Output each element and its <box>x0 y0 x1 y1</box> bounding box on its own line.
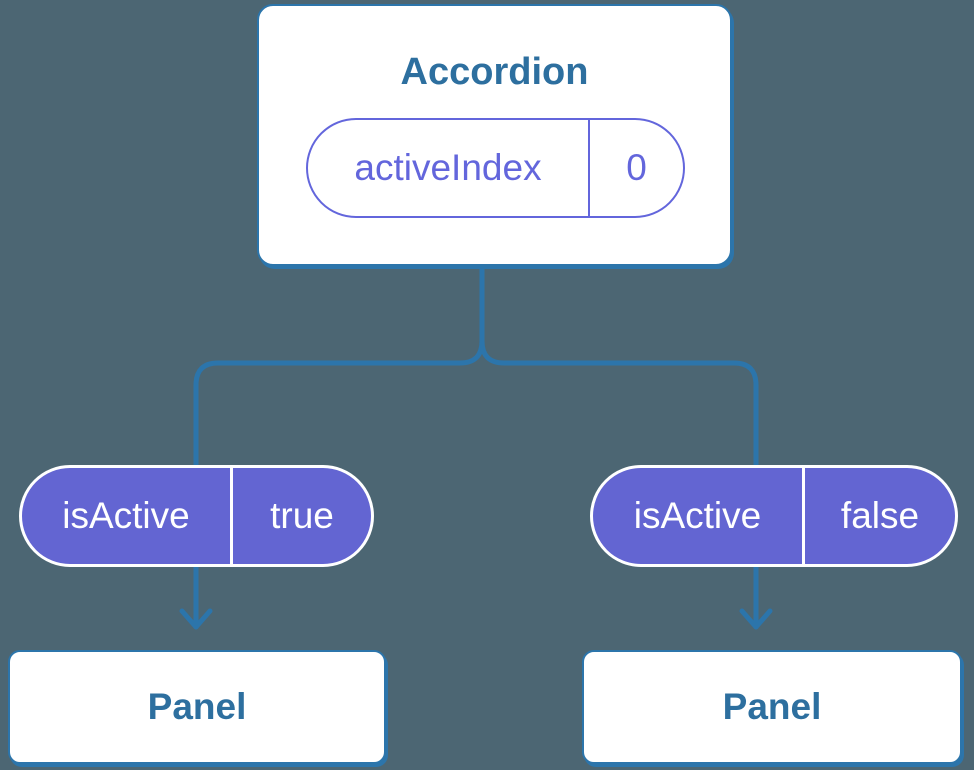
panel-node-left: Panel <box>8 650 386 764</box>
state-name-label: activeIndex <box>308 120 590 216</box>
state-pill: activeIndex 0 <box>306 118 685 218</box>
prop-pill-left: isActive true <box>19 465 374 567</box>
prop-value-label-right: false <box>840 495 920 536</box>
arrowhead-down-left-icon <box>179 608 213 630</box>
state-value-label: 0 <box>626 147 647 188</box>
prop-name-label-left: isActive <box>22 468 233 564</box>
arrowhead-down-right-icon <box>739 608 773 630</box>
connector-branch-left <box>193 264 485 630</box>
accordion-node-title: Accordion <box>400 51 589 93</box>
connector-branch-right <box>479 264 759 630</box>
panel-node-title-right: Panel <box>722 686 822 727</box>
prop-value-label-left: true <box>270 495 334 536</box>
panel-node-title-left: Panel <box>147 686 247 727</box>
prop-name-label-right: isActive <box>593 468 805 564</box>
accordion-component-node: Accordion activeIndex 0 <box>257 4 732 266</box>
panel-node-right: Panel <box>582 650 962 764</box>
prop-pill-right: isActive false <box>590 465 958 567</box>
